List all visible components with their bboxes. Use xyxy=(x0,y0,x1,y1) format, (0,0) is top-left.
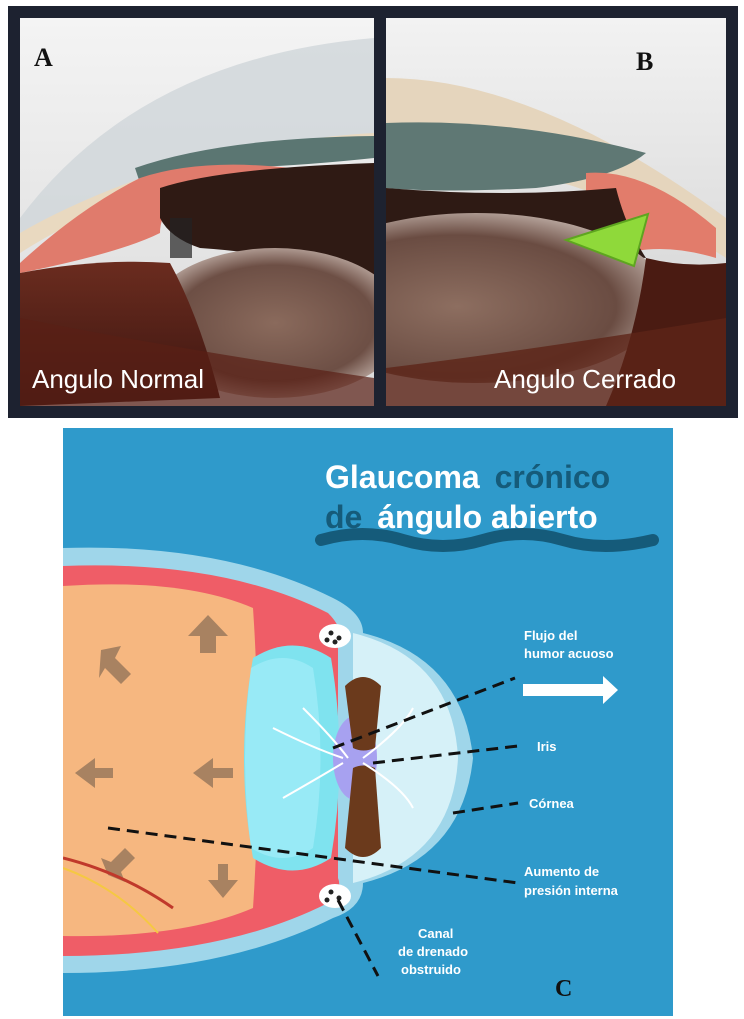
label-flujo-line2: humor acuoso xyxy=(524,646,614,661)
label-iris: Iris xyxy=(537,739,557,754)
label-cornea: Córnea xyxy=(529,796,575,811)
label-flujo-line1: Flujo del xyxy=(524,628,577,643)
label-canal-line2: de drenado xyxy=(398,944,468,959)
panel-a-caption: Angulo Normal xyxy=(32,364,204,394)
panel-c-letter: C xyxy=(555,976,572,1002)
label-canal-line3: obstruido xyxy=(401,962,461,977)
panel-c-illustration: Glaucoma crónico de ángulo abierto xyxy=(63,428,673,1016)
panel-b-illustration: B Angulo Cerrado xyxy=(386,18,726,406)
drainage-canal-top xyxy=(319,624,351,648)
panel-a-letter: A xyxy=(34,43,53,72)
svg-text:Glaucoma crónico: Glaucoma crónico xyxy=(325,459,610,495)
title-angulo-abierto: ángulo abierto xyxy=(377,499,597,535)
drainage-canal-bottom xyxy=(319,884,351,908)
label-canal-line1: Canal xyxy=(418,926,453,941)
panel-b-letter: B xyxy=(636,47,653,76)
title-cronico: crónico xyxy=(495,459,611,495)
title-glaucoma: Glaucoma xyxy=(325,459,480,495)
panel-b-caption: Angulo Cerrado xyxy=(494,364,676,394)
label-aumento-line2: presión interna xyxy=(524,883,619,898)
label-aumento-line1: Aumento de xyxy=(524,864,599,879)
panel-a-illustration: A Angulo Normal xyxy=(20,18,374,406)
